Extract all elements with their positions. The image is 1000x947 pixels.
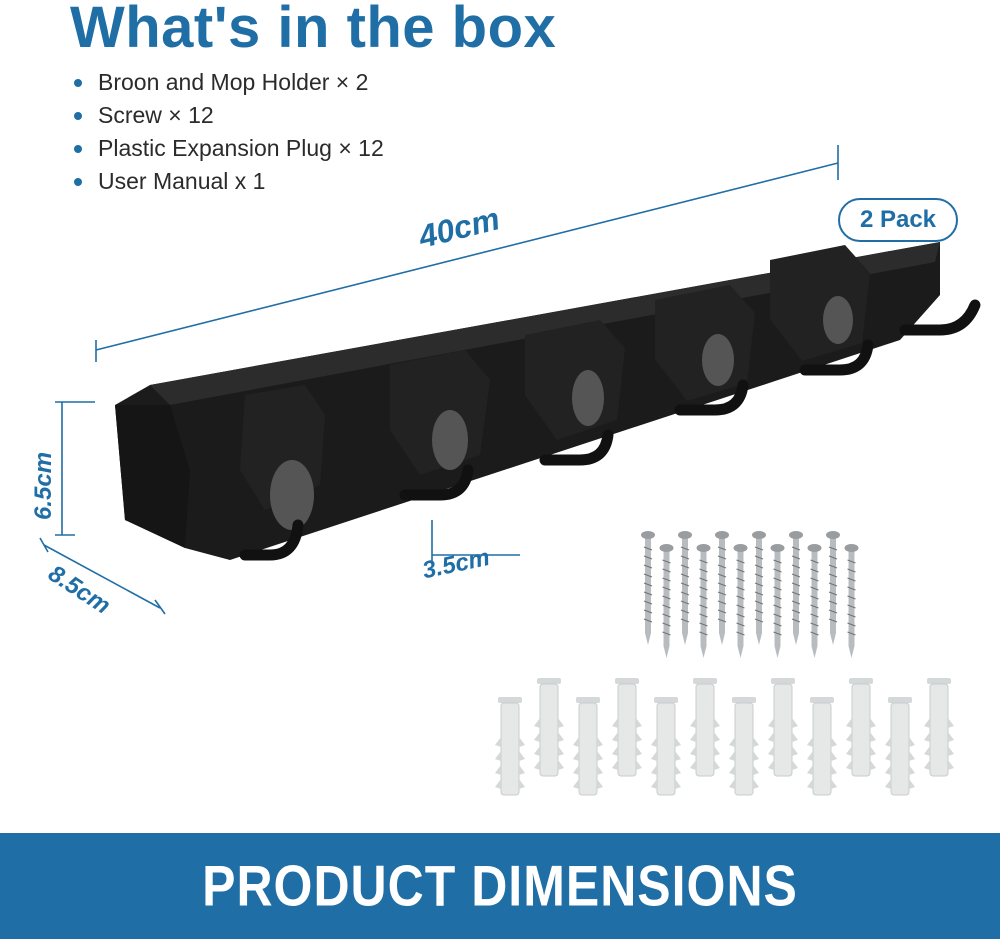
screw xyxy=(659,544,674,658)
expansion-plug xyxy=(612,678,642,777)
screw xyxy=(641,531,655,645)
screws xyxy=(641,531,859,658)
expansion-plug xyxy=(768,678,798,777)
screw xyxy=(770,544,785,658)
screw xyxy=(715,531,729,645)
expansion-plug xyxy=(573,697,603,796)
screw xyxy=(696,544,711,658)
footer-banner: PRODUCT DIMENSIONS xyxy=(0,833,1000,939)
contents-list: Broon and Mop Holder × 2 Screw × 12 Plas… xyxy=(74,66,384,198)
screw xyxy=(789,531,803,645)
screw xyxy=(826,531,840,645)
contents-item: User Manual x 1 xyxy=(74,165,384,198)
footer-title: PRODUCT DIMENSIONS xyxy=(202,853,798,919)
expansion-plug xyxy=(729,697,759,796)
expansion-plug xyxy=(885,697,915,796)
page-title: What's in the box xyxy=(70,0,557,60)
screw xyxy=(844,544,859,658)
screw xyxy=(678,531,692,645)
height-label: 6.5cm xyxy=(30,451,57,520)
expansion-plug xyxy=(651,697,681,796)
expansion-plug xyxy=(924,678,954,777)
pack-badge: 2 Pack xyxy=(838,198,958,242)
expansion-plug xyxy=(807,697,837,796)
expansion-plugs xyxy=(495,678,954,796)
screw xyxy=(807,544,822,658)
screw xyxy=(733,544,748,658)
contents-item: Broon and Mop Holder × 2 xyxy=(74,66,384,99)
expansion-plug xyxy=(534,678,564,777)
expansion-plug xyxy=(690,678,720,777)
screw xyxy=(752,531,766,645)
expansion-plug xyxy=(846,678,876,777)
mop-holder xyxy=(115,242,981,561)
contents-item: Screw × 12 xyxy=(74,99,384,132)
expansion-plug xyxy=(495,697,525,796)
contents-item: Plastic Expansion Plug × 12 xyxy=(74,132,384,165)
dimension-lines xyxy=(39,145,839,615)
